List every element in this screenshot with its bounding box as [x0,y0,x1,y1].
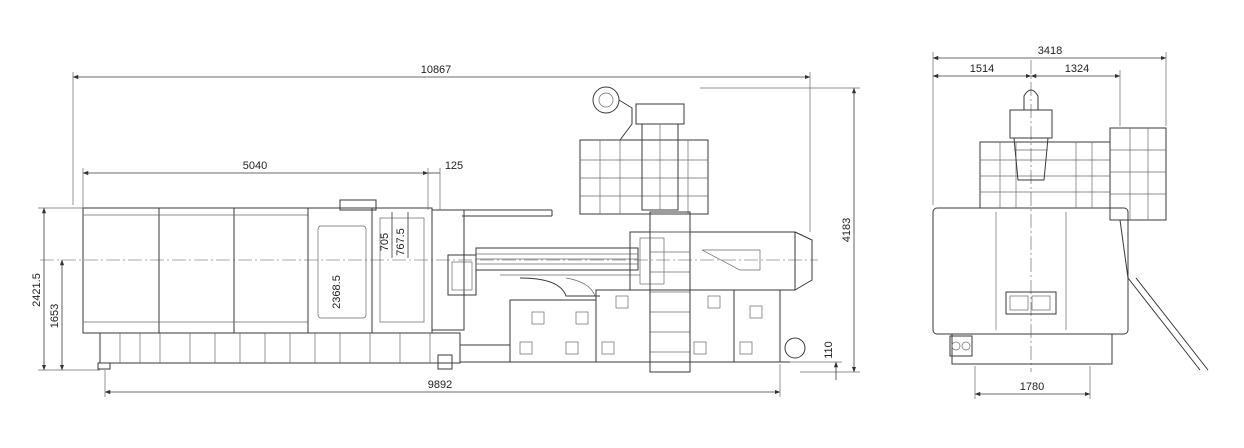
front-platen-b-label: 767.5 [395,228,407,256]
front-base-length-label: 9892 [428,379,452,391]
front-height-b-label: 1653 [49,304,61,328]
front-platen-a-label: 705 [379,233,391,251]
front-dimensions: 10867 5040 125 9892 4183 2421.5 1653 [31,64,860,397]
front-overall-length-label: 10867 [421,64,452,76]
injection-unit [579,86,813,373]
front-platen-c-label: 2368.5 [331,275,343,309]
front-overall-height-label: 4183 [841,218,853,242]
side-view: 3418 1514 1324 1780 [932,45,1209,399]
cabinets [460,289,806,363]
front-view: 10867 5040 125 9892 4183 2421.5 1653 [31,64,860,397]
front-small-offset-label: 125 [445,160,463,172]
side-right-width-label: 1324 [1065,63,1089,75]
side-overall-width-label: 3418 [1038,45,1062,57]
side-base-width-label: 1780 [1020,381,1044,393]
front-clamp-length-label: 5040 [243,160,267,172]
front-foot-height-label: 110 [823,341,835,359]
front-height-a-label: 2421.5 [31,273,43,307]
base-frame [97,332,461,370]
side-left-width-label: 1514 [970,63,994,75]
side-dimensions: 3418 1514 1324 1780 [932,45,1167,399]
clamp-unit [82,199,433,334]
injection-area [431,209,640,331]
